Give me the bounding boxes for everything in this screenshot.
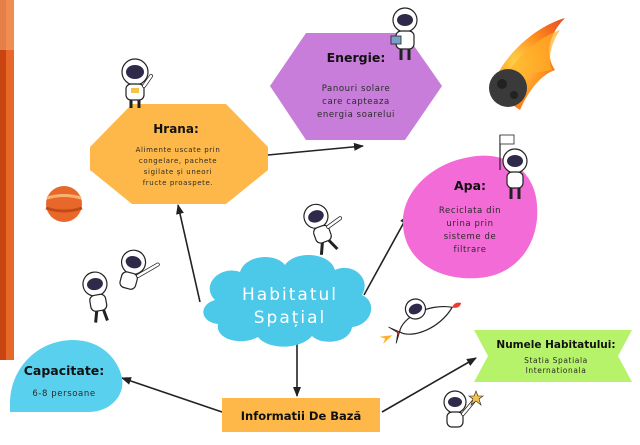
center-title-line-1: Habitatul <box>242 285 338 305</box>
node-capacitate: Capacitate: 6-8 persoane <box>10 340 123 412</box>
informatii-shape <box>222 398 380 432</box>
energie-line-1: Panouri solare <box>322 84 391 94</box>
numele-line-1: Statia Spatiala <box>524 356 588 365</box>
node-numele: Numele Habitatului: Statia Spatiala Inte… <box>474 330 632 382</box>
left-edge-decoration <box>0 0 14 360</box>
numele-title: Numele Habitatului: <box>496 339 615 351</box>
hrana-line-4: fructe proaspete. <box>143 179 214 187</box>
node-apa: Apa: Reciclata din urina prin sisteme de… <box>402 155 538 279</box>
arrow-to-numele <box>381 357 477 413</box>
numele-shape <box>474 330 632 382</box>
comet-icon <box>489 18 565 110</box>
capacitate-line-1: 6-8 persoane <box>32 389 95 399</box>
connectors <box>121 142 477 413</box>
hrana-line-1: Alimente uscate prin <box>136 146 221 154</box>
star-icon <box>468 390 484 406</box>
numele-line-2: Internationala <box>526 366 587 375</box>
astronaut-icon <box>390 7 418 60</box>
arrow-to-capacitate <box>121 377 223 413</box>
node-center: Habitatul Spațial <box>203 254 372 347</box>
astronaut-icon <box>119 249 160 290</box>
apa-title: Apa: <box>454 178 486 193</box>
energie-line-3: energia soarelui <box>317 110 395 120</box>
node-informatii: Informatii De Bază <box>222 398 380 432</box>
energie-line-2: care capteaza <box>322 97 390 107</box>
astronaut-icon <box>443 390 475 428</box>
hrana-line-2: congelare, pachete <box>139 157 217 165</box>
astronaut-icon <box>303 203 343 255</box>
hrana-shape <box>90 104 268 204</box>
astronaut-icon <box>82 271 109 323</box>
node-hrana: Hrana: Alimente uscate prin congelare, p… <box>90 104 268 204</box>
energie-title: Energie: <box>327 50 386 65</box>
arrow-to-energie <box>267 142 364 156</box>
capacitate-shape <box>10 340 123 412</box>
apa-line-1: Reciclata din <box>439 206 501 216</box>
node-energie: Energie: Panouri solare care capteaza en… <box>270 33 442 140</box>
energie-shape <box>270 33 442 140</box>
arrow-to-hrana <box>176 204 201 303</box>
planet-icon <box>45 186 83 222</box>
astronaut-icon <box>499 134 528 199</box>
apa-line-2: urina prin <box>446 219 493 229</box>
center-title-line-2: Spațial <box>254 308 327 328</box>
rocket-icon <box>379 298 462 344</box>
apa-shape <box>402 155 538 279</box>
astronaut-icon <box>121 58 153 108</box>
arrow-to-apa <box>363 214 409 296</box>
center-cloud-shape <box>203 254 372 347</box>
apa-line-4: filtrare <box>453 245 486 255</box>
hrana-title: Hrana: <box>153 122 199 136</box>
informatii-title: Informatii De Bază <box>241 409 362 423</box>
hrana-line-3: sigilate și uneori <box>144 168 212 176</box>
apa-line-3: sisteme de <box>444 232 497 242</box>
capacitate-title: Capacitate: <box>24 363 105 378</box>
